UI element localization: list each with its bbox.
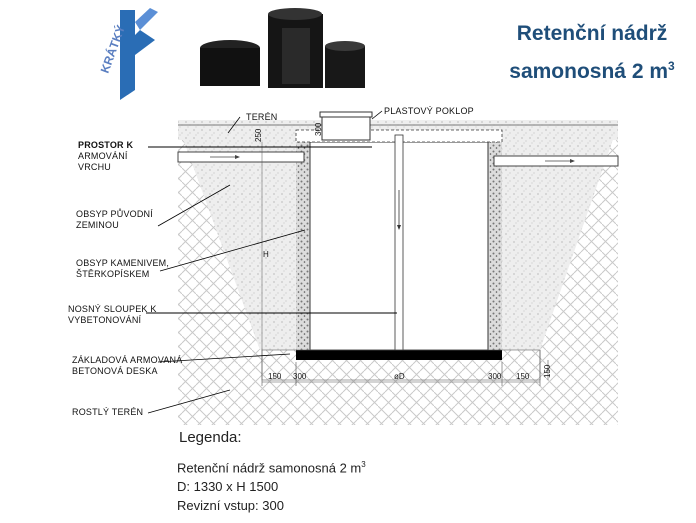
product-photo [197, 8, 372, 88]
backfill-right [500, 125, 618, 350]
base-slab [296, 350, 502, 360]
label-teren: TERÉN [246, 112, 278, 122]
legend-line3: Revizní vstup: 300 [177, 498, 284, 513]
legend-line1-text: Retenční nádrž samonosná 2 m [177, 460, 362, 476]
dim-150-left: 150 [268, 372, 282, 381]
legend-line2: D: 1330 x H 1500 [177, 479, 279, 494]
inlet-pipe [177, 151, 305, 163]
dim-diameter: øD [394, 372, 405, 381]
label-plastovy-poklop: PLASTOVÝ POKLOP [384, 106, 474, 116]
label-sloupek-2: VYBETONOVÁNÍ [68, 315, 142, 325]
label-prostor-3: VRCHU [78, 162, 112, 172]
dim-300-right: 300 [488, 372, 502, 381]
label-prostor-2: ARMOVÁNÍ [78, 151, 128, 161]
legend-title: Legenda: [179, 429, 242, 446]
label-obsyp-puvodni-1: OBSYP PŮVODNÍ [76, 209, 153, 219]
label-rostly-teren: ROSTLÝ TERÉN [72, 407, 144, 417]
label-obsyp-puvodni-2: ZEMINOU [76, 220, 119, 230]
label-deska-1: ZÁKLADOVÁ ARMOVANÁ [72, 355, 183, 365]
manhole-neck [321, 114, 371, 141]
dim-h: H [263, 250, 269, 259]
legend-line1-sup: 3 [361, 460, 366, 469]
title-line2-sup: 3 [668, 59, 675, 73]
dim-300-top: 300 [314, 122, 323, 136]
dim-300-left: 300 [293, 372, 307, 381]
logo [120, 8, 158, 100]
gravel-left [296, 142, 310, 350]
legend-line1: Retenční nádrž samonosná 2 m3 [177, 460, 366, 475]
plastic-cover [319, 111, 373, 118]
backfill-left [178, 125, 296, 350]
label-prostor-1: PROSTOR K [78, 140, 134, 150]
label-obsyp-kamen-2: ŠTĚRKOPÍSKEM [76, 269, 150, 279]
page-title: Retenční nádrž samonosná 2 m3 [492, 18, 692, 88]
title-line2-text: samonosná 2 m [509, 60, 669, 83]
dim-250: 250 [254, 128, 263, 142]
label-deska-2: BETONOVÁ DESKA [72, 366, 158, 376]
title-line1: Retenční nádrž [516, 22, 668, 45]
dim-150-right: 150 [516, 372, 530, 381]
label-obsyp-kamen-1: OBSYP KAMENIVEM, [76, 258, 170, 268]
label-sloupek-1: NOSNÝ SLOUPEK K [68, 304, 157, 314]
gravel-right [488, 142, 502, 350]
dim-150-vertical: 150 [543, 364, 552, 378]
support-column [394, 134, 404, 351]
title-line2: samonosná 2 m3 [492, 50, 692, 88]
